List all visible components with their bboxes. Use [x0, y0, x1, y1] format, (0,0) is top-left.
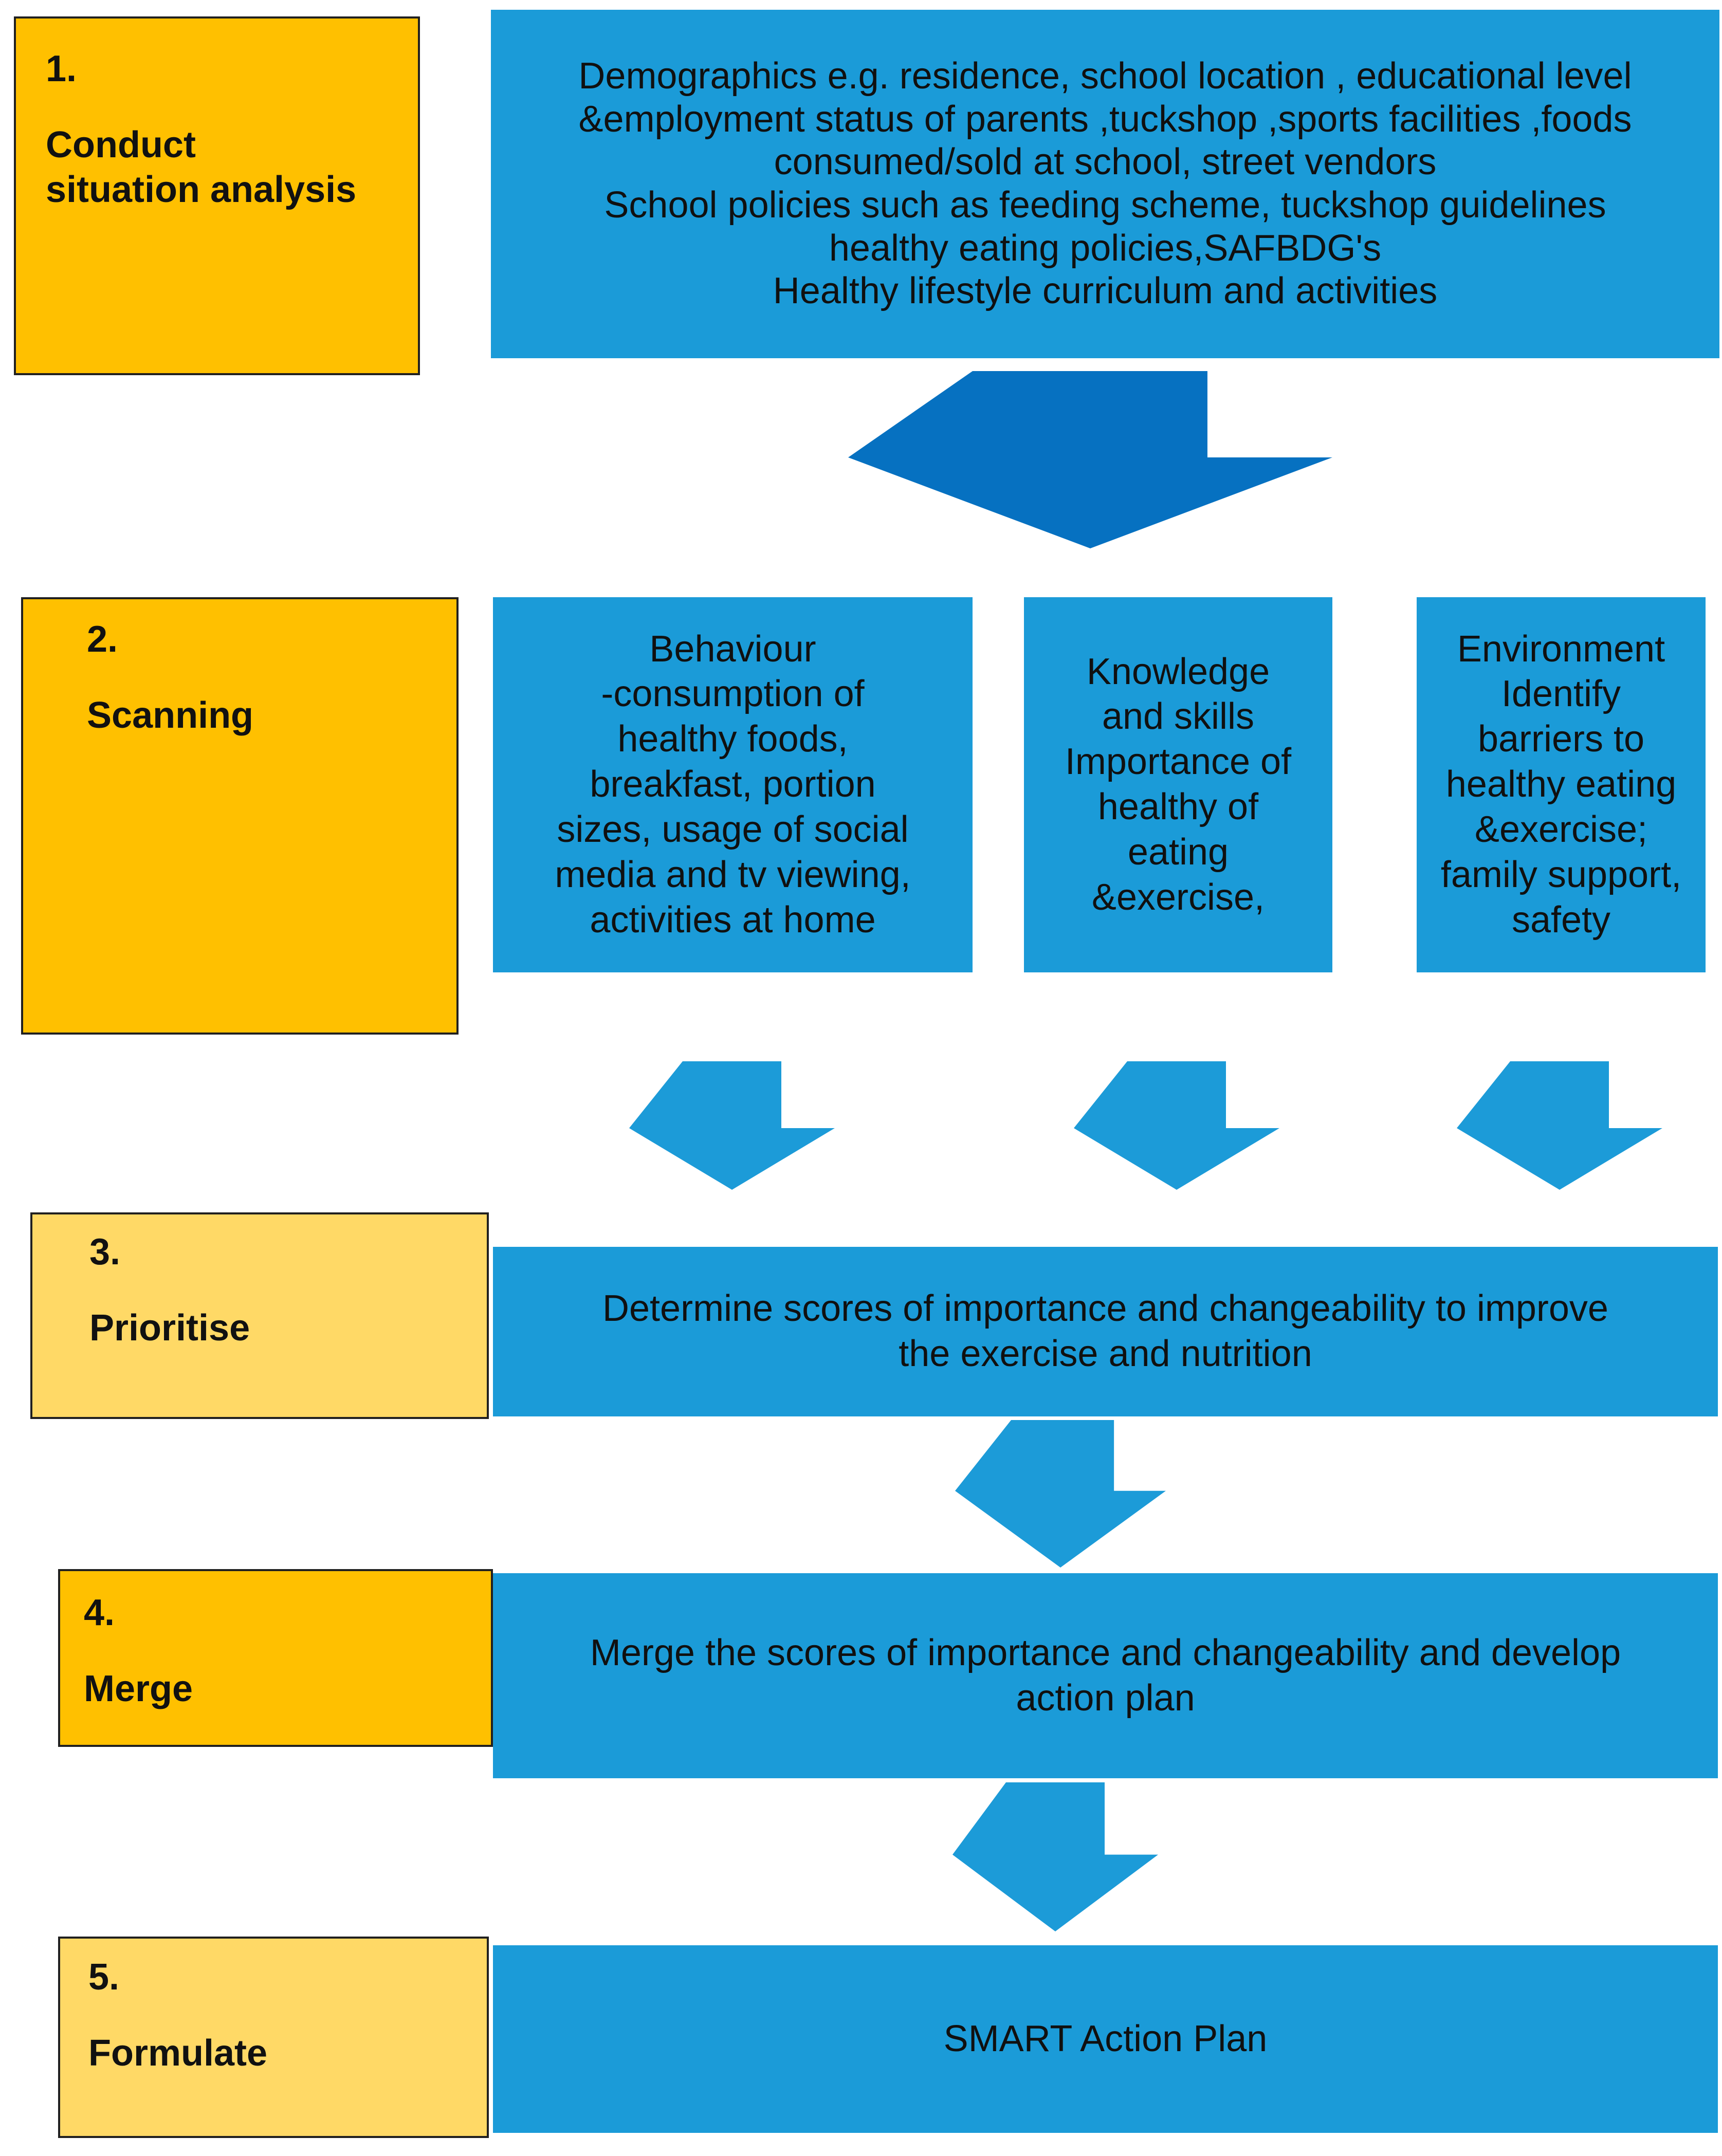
step4-label: Merge: [84, 1668, 193, 1710]
step2-behaviour-content: Behaviour -consumption of healthy foods,…: [555, 628, 911, 941]
step2-behaviour-box: Behaviour -consumption of healthy foods,…: [493, 597, 973, 972]
step5-label: Formulate: [88, 2033, 268, 2074]
step4-label-box: 4. Merge: [58, 1569, 493, 1747]
step2-label-box: 2. Scanning: [21, 597, 459, 1035]
step2-knowledge-box: Knowledge and skills Importance of healt…: [1024, 597, 1332, 972]
step1-content-box: Demographics e.g. residence, school loca…: [491, 10, 1719, 358]
step2-environment-content: Environment Identify barriers to healthy…: [1440, 628, 1682, 941]
step2-environment-box: Environment Identify barriers to healthy…: [1417, 597, 1706, 972]
step5-content: SMART Action Plan: [943, 2018, 1268, 2059]
down-arrow-step1-to-step2: [848, 371, 1332, 548]
step4-content-box: Merge the scores of importance and chang…: [493, 1573, 1718, 1778]
step3-number: 3.: [89, 1231, 121, 1273]
step3-label: Prioritise: [89, 1307, 250, 1349]
step5-label-box: 5. Formulate: [58, 1937, 489, 2138]
step2-label: Scanning: [87, 695, 254, 736]
down-arrow-step4-to-step5: [952, 1782, 1158, 1931]
step5-number: 5.: [88, 1957, 120, 1998]
step4-content: Merge the scores of importance and chang…: [590, 1632, 1621, 1719]
step3-content: Determine scores of importance and chang…: [602, 1288, 1608, 1374]
step4-number: 4.: [84, 1592, 115, 1633]
step5-content-box: SMART Action Plan: [493, 1945, 1718, 2133]
step1-label-box: 1. Conduct situation analysis: [14, 16, 420, 375]
step2-knowledge-content: Knowledge and skills Importance of healt…: [1065, 651, 1292, 918]
step1-label: Conduct situation analysis: [46, 124, 357, 210]
down-arrow-environment: [1457, 1061, 1662, 1190]
step3-content-box: Determine scores of importance and chang…: [493, 1247, 1718, 1416]
down-arrow-step3-to-step4: [955, 1420, 1166, 1568]
step3-label-box: 3. Prioritise: [30, 1212, 489, 1419]
down-arrow-behaviour: [629, 1061, 835, 1190]
down-arrow-knowledge: [1074, 1061, 1279, 1190]
step2-number: 2.: [87, 619, 118, 660]
step1-number: 1.: [46, 48, 77, 89]
step1-content: Demographics e.g. residence, school loca…: [578, 56, 1632, 312]
